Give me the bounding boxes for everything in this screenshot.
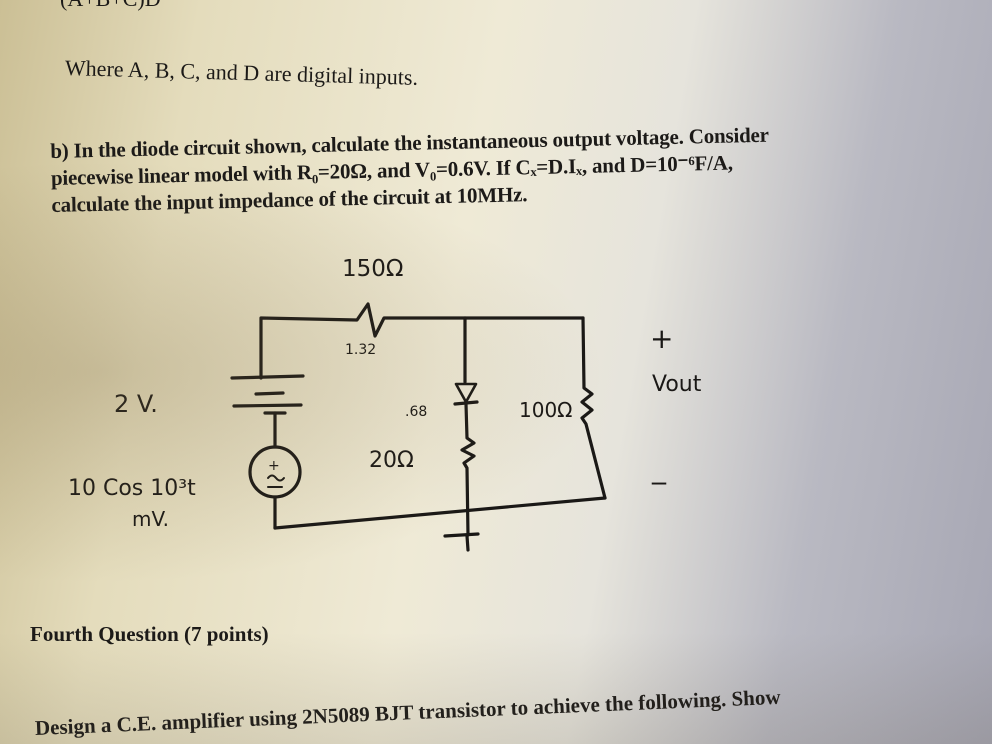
resistor-150-note: 1.32 (345, 342, 377, 358)
svg-text:+: + (268, 458, 280, 474)
battery-plate-long-2 (232, 403, 303, 408)
ground-symbol (443, 532, 480, 538)
resistor-100 (580, 316, 607, 500)
fourth-question-heading: Fourth Question (7 points) (30, 622, 269, 646)
bottom-wire (273, 496, 607, 530)
resistor-20 (460, 402, 476, 537)
battery-plate-long (230, 374, 305, 380)
resistor-100-label: 100Ω (519, 398, 573, 422)
cut-off-expression: (A+B+C)D (60, 0, 161, 12)
vout-minus: _ (652, 452, 666, 485)
vout-label: Vout (652, 372, 702, 397)
diode-symbol (454, 382, 478, 404)
ac-source-label: 10 Cos 10³t (68, 476, 196, 501)
diode-note: .68 (405, 404, 428, 420)
vout-plus: + (650, 322, 674, 355)
resistor-150-label: 150Ω (342, 256, 404, 282)
battery-label: 2 V. (114, 390, 158, 418)
battery-plate-short (254, 391, 285, 396)
top-wire-with-resistor-150 (259, 302, 585, 380)
resistor-20-label: 20Ω (369, 448, 414, 473)
ac-source-unit: mV. (132, 507, 169, 531)
